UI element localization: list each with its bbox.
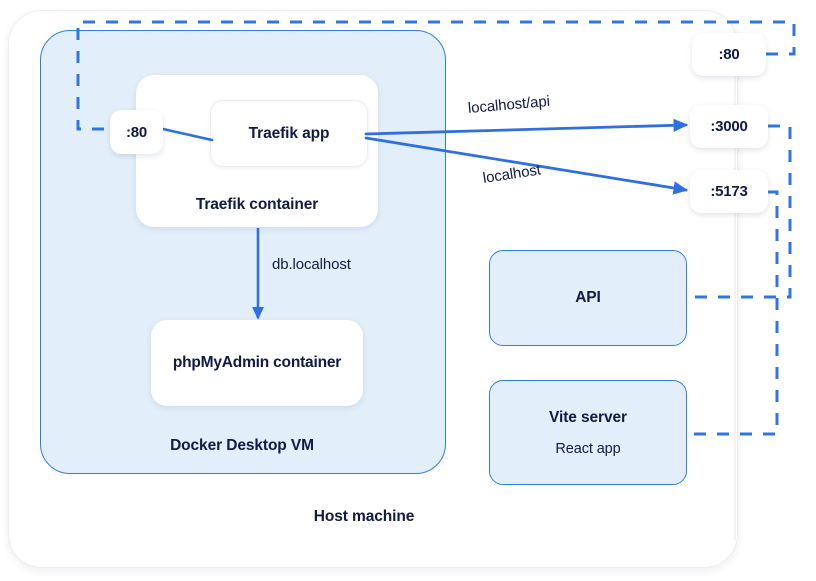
api-service-title: API <box>575 289 601 306</box>
vite-service-title: Vite server <box>549 408 627 426</box>
port-chip-5173-label: :5173 <box>710 183 748 200</box>
host-machine-label: Host machine <box>313 508 415 525</box>
port-chip-80-host: :80 <box>692 33 766 76</box>
traefik-app-box: Traefik app <box>210 100 368 167</box>
edge-label-db-localhost: db.localhost <box>272 256 351 273</box>
phpmyadmin-container-label: phpMyAdmin container <box>172 354 342 371</box>
port-chip-3000-label: :3000 <box>710 118 748 135</box>
docker-desktop-vm-label: Docker Desktop VM <box>170 437 314 454</box>
traefik-app-label: Traefik app <box>248 124 330 142</box>
port-chip-3000: :3000 <box>690 105 768 148</box>
vite-service-box: Vite server React app <box>489 380 687 485</box>
phpmyadmin-container-box: phpMyAdmin container <box>151 320 363 406</box>
port-chip-80-host-label: :80 <box>718 46 740 63</box>
traefik-container-label: Traefik container <box>195 196 319 213</box>
port-chip-80-vm: :80 <box>110 110 163 154</box>
port-chip-80-vm-label: :80 <box>125 123 148 141</box>
api-service-box: API <box>489 250 687 346</box>
port-chip-5173: :5173 <box>690 170 768 213</box>
vite-service-subtitle: React app <box>555 440 621 457</box>
